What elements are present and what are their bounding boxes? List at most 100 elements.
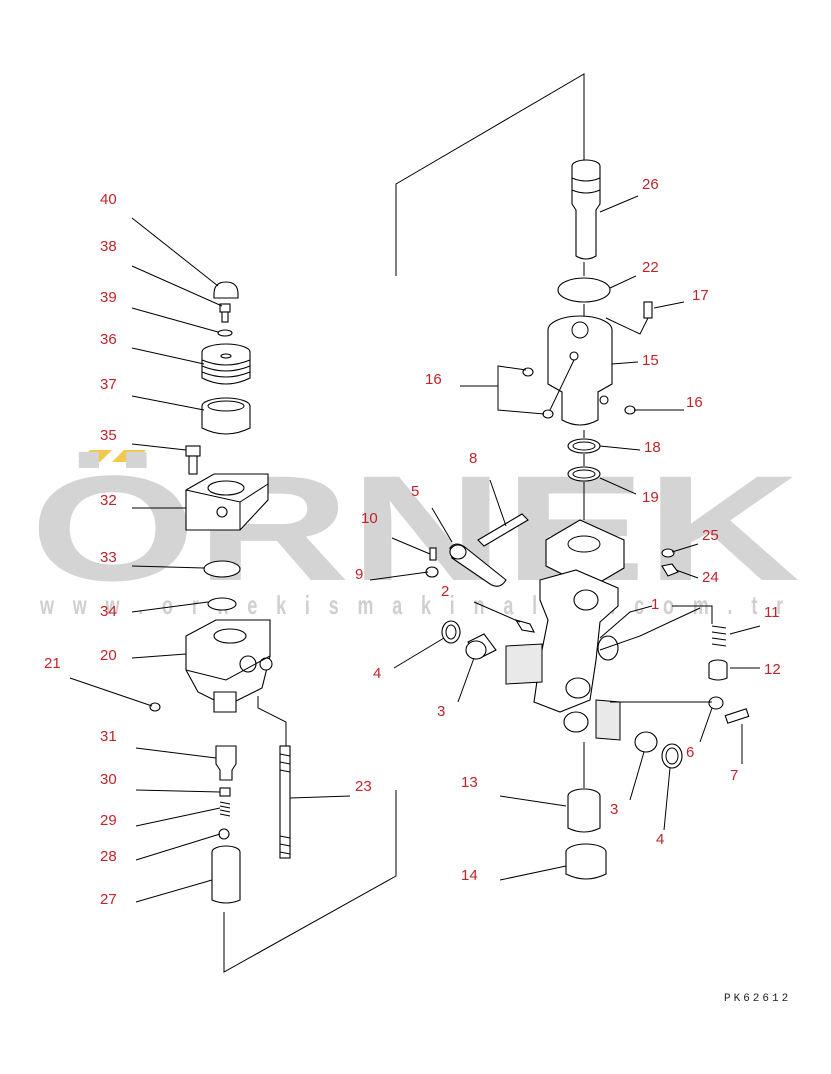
- label-29: 29: [100, 812, 117, 829]
- part-20-port-right: [239, 655, 257, 673]
- label-24: 24: [702, 569, 719, 586]
- label-11: 11: [764, 604, 780, 621]
- part-40-cap: [213, 281, 239, 299]
- label-14: 14: [461, 867, 478, 884]
- part-5-end: [449, 544, 467, 560]
- part-12-body: [708, 664, 728, 681]
- label-22: 22: [642, 259, 659, 276]
- part-4a-seal-inner: [445, 624, 457, 640]
- part-4a-seal: [441, 620, 461, 644]
- label-13: 13: [461, 774, 478, 791]
- label-25: 25: [702, 527, 719, 544]
- part-15-body: [547, 330, 613, 426]
- part-22-o-ring: [557, 277, 611, 303]
- part-19-bearing-inner: [572, 469, 596, 479]
- part-30-seat: [219, 787, 231, 797]
- part-1-plate-right: [595, 699, 621, 741]
- part-4b-seal: [661, 743, 683, 769]
- label-37: 37: [100, 376, 117, 393]
- part-25-washer: [661, 548, 675, 558]
- label-26: 26: [642, 176, 659, 193]
- label-7: 7: [730, 767, 738, 784]
- label-30: 30: [100, 771, 117, 788]
- part-10-key: [429, 547, 437, 561]
- watermark-url: w w w . o r n e k i s m a k i n a l a r …: [39, 590, 790, 620]
- connector-line-top: [395, 73, 585, 276]
- part-23-rod-threads: [279, 753, 291, 855]
- part-34-o-ring: [207, 597, 237, 611]
- label-32: 32: [100, 492, 117, 509]
- part-1-lever-arm: [533, 569, 619, 713]
- part-24-nut: [661, 563, 679, 577]
- part-14-body: [565, 852, 607, 880]
- label-23: 23: [355, 778, 372, 795]
- label-15: 15: [642, 352, 659, 369]
- part-17-pin: [643, 301, 653, 319]
- part-32-bore: [207, 480, 245, 496]
- part-39-washer: [217, 329, 233, 337]
- part-33-o-ring: [203, 560, 241, 578]
- part-1-lower-eye: [563, 711, 589, 733]
- label-28: 28: [100, 848, 117, 865]
- label-31: 31: [100, 728, 117, 745]
- label-38: 38: [100, 238, 117, 255]
- label-12: 12: [764, 661, 781, 678]
- part-13-body: [567, 796, 601, 833]
- part-29-spring: [219, 801, 231, 817]
- label-10: 10: [361, 510, 378, 527]
- part-32-edges: [185, 483, 269, 530]
- part-37-ring-body: [201, 406, 251, 435]
- part-20-bore: [213, 628, 247, 644]
- label-27: 27: [100, 891, 117, 908]
- part-31-fitting: [215, 745, 237, 781]
- part-1-plate-left: [505, 643, 543, 685]
- label-40: 40: [100, 191, 117, 208]
- watermark: ÖRNEK w w w . o r n e k i s m a k i n a …: [30, 444, 800, 620]
- part-20-edges: [185, 655, 271, 681]
- part-11-spring: [711, 625, 727, 647]
- part-20-stem: [213, 691, 237, 713]
- part-3b-bushing: [634, 731, 658, 753]
- label-3-right: 3: [610, 801, 618, 818]
- part-36-hole: [220, 353, 232, 359]
- part-35-bolt-shank: [188, 455, 198, 475]
- label-16-left: 16: [425, 371, 442, 388]
- leader-lines: [69, 195, 761, 903]
- part-bracket-flange: [545, 519, 625, 589]
- part-38-bolt: [219, 303, 231, 313]
- part-labels: 40 38 39 36 37 35 32 33 34 21 20 31 30 2…: [44, 176, 781, 908]
- part-17-connector: [605, 317, 649, 335]
- label-34: 34: [100, 603, 117, 620]
- part-26-shaft: [571, 166, 601, 260]
- connector-line-bottom: [223, 790, 397, 973]
- part-1-side-eye: [597, 635, 619, 661]
- label-39: 39: [100, 289, 117, 306]
- label-4-right: 4: [656, 831, 664, 848]
- watermark-accent-left: [78, 450, 112, 462]
- part-27-body: [211, 852, 241, 904]
- part-3a-bushing-end: [465, 640, 487, 660]
- part-19-bearing: [567, 466, 601, 482]
- left-assembly: [149, 281, 291, 904]
- part-2-fitting: [514, 619, 535, 633]
- part-15-port-front: [569, 351, 579, 361]
- part-37-ring-inner: [207, 400, 245, 412]
- part-32-housing: [185, 473, 269, 531]
- part-7-bolt: [724, 708, 750, 724]
- right-assembly: [425, 159, 750, 880]
- label-35: 35: [100, 427, 117, 444]
- label-4-left: 4: [373, 665, 381, 682]
- part-21-plug: [149, 702, 161, 712]
- part-32-port: [216, 506, 228, 518]
- part-6-washer: [708, 696, 724, 710]
- part-38-bolt-shank: [221, 311, 229, 323]
- part-26-grooves: [571, 177, 601, 194]
- label-3-left: 3: [437, 703, 445, 720]
- part-35-bolt-head: [185, 445, 201, 457]
- part-4b-seal-inner: [665, 747, 679, 765]
- drawing-code: PK62612: [724, 993, 791, 1005]
- part-8-pin: [477, 513, 529, 547]
- part-28-ball: [218, 828, 230, 840]
- label-2: 2: [441, 583, 449, 600]
